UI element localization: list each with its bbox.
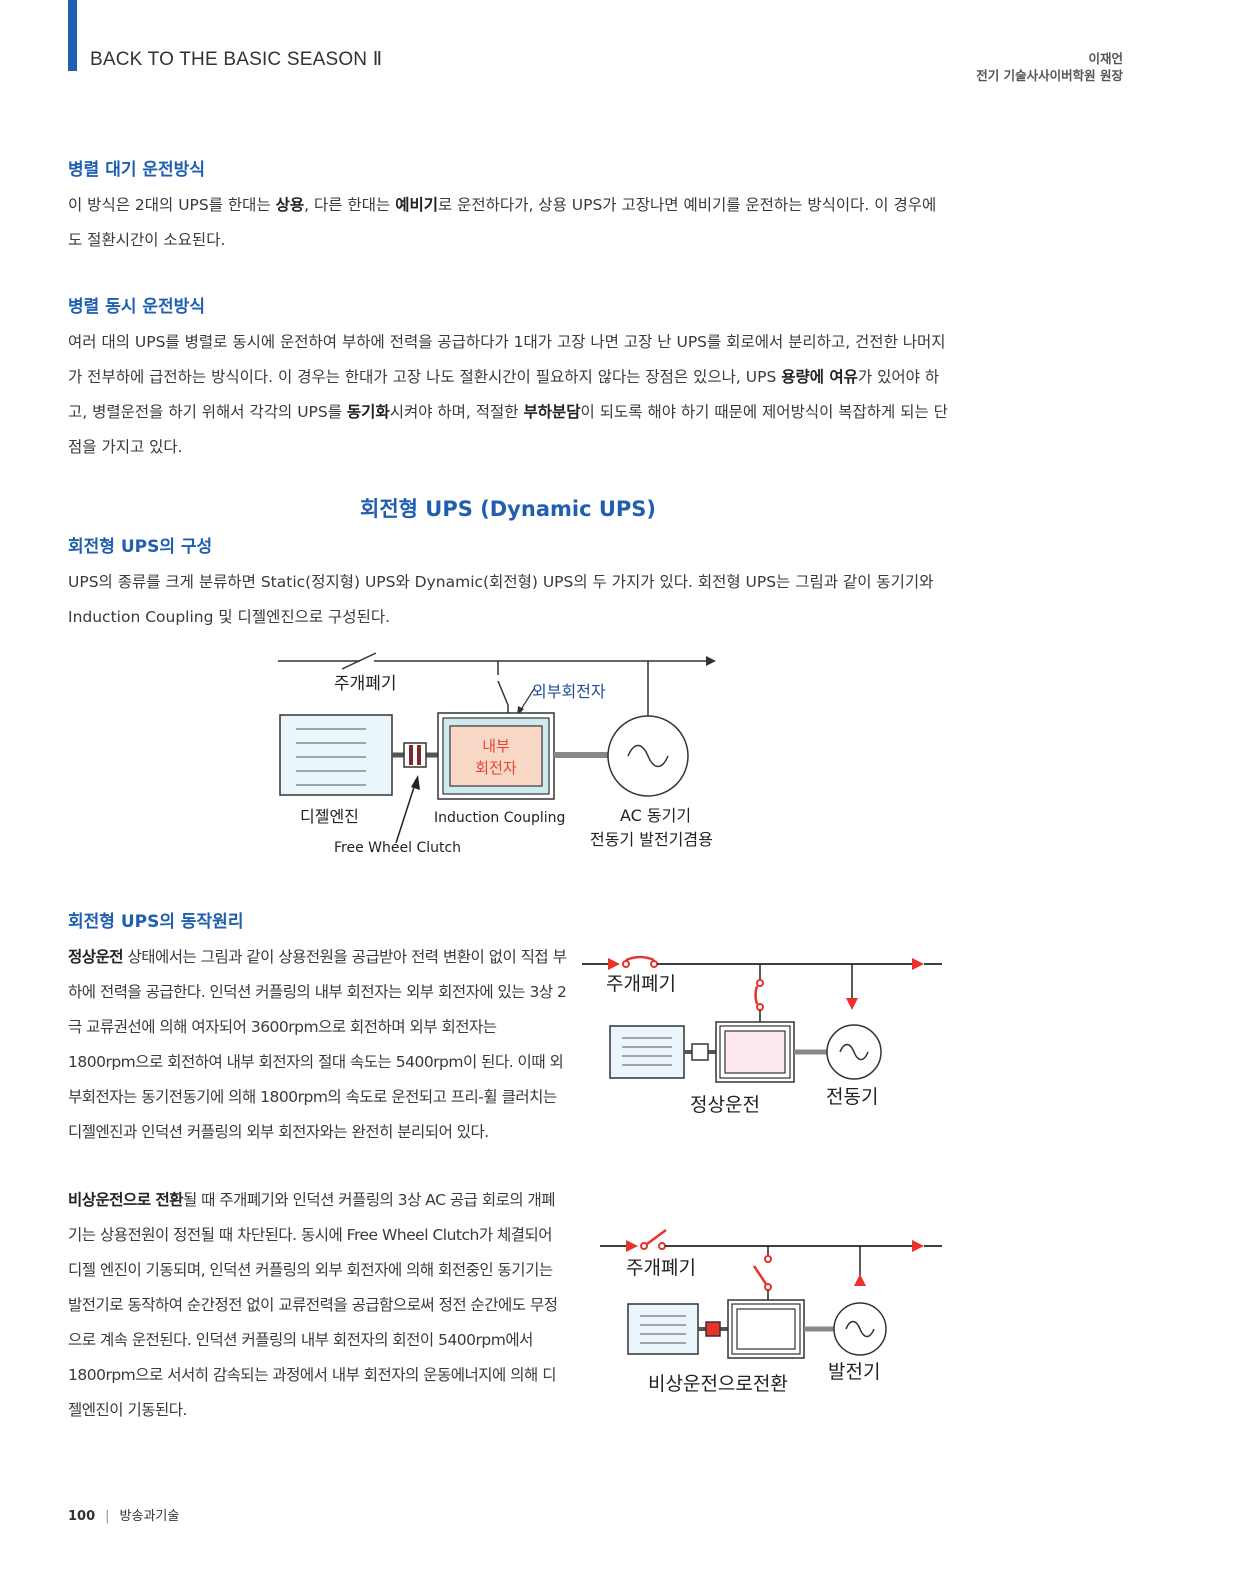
coupling-switch-open-symbol xyxy=(752,1265,768,1285)
body-text: 될 때 주개폐기와 인덕션 커플링의 3상 AC 공급 회로의 개폐기는 상용전… xyxy=(68,1191,558,1419)
bus-arrow xyxy=(912,958,924,970)
outer-rotor-leader xyxy=(519,688,535,712)
switch-contact xyxy=(764,1255,772,1263)
main-breaker-closed-symbol xyxy=(625,955,655,962)
page-number: 100 xyxy=(68,1509,96,1524)
body-text: UPS의 종류를 크게 분류하면 Static(정지형) UPS와 Dynami… xyxy=(68,573,934,626)
switch-contact xyxy=(756,979,764,987)
emergency-operation-body: 비상운전으로 전환될 때 주개폐기와 인덕션 커플링의 3상 AC 공급 회로의… xyxy=(68,1183,568,1428)
ac-sine-icon xyxy=(627,744,669,768)
diesel-engine-label: 디젤엔진 xyxy=(300,807,359,826)
diesel-engine-box xyxy=(609,1025,685,1079)
diesel-engine-box xyxy=(279,714,393,796)
motor-generator-label: 전동기 발전기겸용 xyxy=(590,830,713,849)
coupling-breaker-symbol xyxy=(497,680,509,706)
breaker-contact xyxy=(622,960,630,968)
emphasis-text: 상용 xyxy=(275,196,305,214)
emergency-operation-diagram: 주개폐기 비상운전으로전환 발전기 xyxy=(600,1228,942,1395)
emphasis-text: 예비기 xyxy=(395,196,438,214)
free-wheel-clutch-arrow xyxy=(411,775,420,790)
free-wheel-clutch-housing xyxy=(403,742,427,768)
clutch-plate xyxy=(417,745,421,765)
header-accent-bar xyxy=(68,0,77,71)
body-text: 가 있어야 하고, 병렬운전을 하기 위해서 각각의 UPS를 xyxy=(68,368,940,421)
machine-label: 발전기 xyxy=(828,1361,880,1383)
section-body: 이 방식은 2대의 UPS를 한대는 상용, 다른 한대는 예비기로 운전하다가… xyxy=(68,188,948,258)
free-wheel-clutch xyxy=(691,1043,709,1061)
section-heading: 회전형 UPS의 동작원리 xyxy=(68,912,244,932)
switch-contact xyxy=(764,1283,772,1291)
main-breaker-label: 주개폐기 xyxy=(606,973,676,995)
section-body: 여러 대의 UPS를 병렬로 동시에 운전하여 부하에 전력을 공급하다가 1대… xyxy=(68,325,948,465)
main-title: 회전형 UPS (Dynamic UPS) xyxy=(360,497,656,521)
inner-rotor-label-line1: 내부 xyxy=(482,737,510,755)
body-text: 이 되도록 해야 하기 때문에 제어방식이 복잡하게 되는 단점을 가지고 있다… xyxy=(68,403,948,456)
section-heading: 병렬 동시 운전방식 xyxy=(68,297,205,317)
emphasis-text: 동기화 xyxy=(346,403,390,421)
section-parallel-standby: 병렬 대기 운전방식 이 방식은 2대의 UPS를 한대는 상용, 다른 한대는… xyxy=(68,155,948,258)
free-wheel-clutch-leader xyxy=(395,780,417,844)
bus-arrow xyxy=(706,656,716,666)
body-text: 로 운전하다가, 상용 UPS가 고장나면 예비기를 운전하는 방식이다. 이 … xyxy=(68,196,937,249)
breaker-contact xyxy=(658,1242,666,1250)
bus-arrow xyxy=(912,1240,924,1252)
ac-sync-machine-label: AC 동기기 xyxy=(620,806,691,825)
inner-rotor xyxy=(724,1030,786,1074)
main-breaker-label: 주개폐기 xyxy=(334,674,397,694)
footer-separator: | xyxy=(105,1509,110,1524)
power-flow-down-arrow xyxy=(846,998,858,1010)
clutch-plate xyxy=(409,745,413,765)
machine-label: 전동기 xyxy=(826,1086,878,1108)
author-name: 이재언 xyxy=(1088,51,1123,66)
author-block: 이재언 전기 기술사사이버학원 원장 xyxy=(976,50,1123,84)
main-breaker-label: 주개폐기 xyxy=(626,1257,696,1279)
breaker-contact xyxy=(650,960,658,968)
author-title: 전기 기술사사이버학원 원장 xyxy=(976,68,1123,83)
emphasis-text: 비상운전으로 전환 xyxy=(68,1191,183,1209)
section-body: UPS의 종류를 크게 분류하면 Static(정지형) UPS와 Dynami… xyxy=(68,565,948,635)
induction-coupling-label: Induction Coupling xyxy=(434,810,565,826)
ac-sine-icon xyxy=(839,1043,869,1061)
inner-rotor-label-line2: 회전자 xyxy=(475,759,517,777)
main-breaker-open-symbol xyxy=(646,1228,667,1246)
inner-rotor xyxy=(736,1308,796,1350)
coupling-switch-closed-symbol xyxy=(754,985,759,1005)
switch-contact xyxy=(756,1003,764,1011)
free-wheel-clutch-label: Free Wheel Clutch xyxy=(334,840,461,856)
body-text: , 다른 한대는 xyxy=(304,196,396,214)
body-text: 상태에서는 그림과 같이 상용전원을 공급받아 전력 변환이 없이 직접 부하에… xyxy=(68,948,567,1141)
power-flow-up-arrow xyxy=(854,1274,866,1286)
breaker-contact xyxy=(640,1242,648,1250)
body-text: 시켜야 하며, 적절한 xyxy=(389,403,524,421)
emphasis-text: 부하분담 xyxy=(523,403,581,421)
free-wheel-clutch-engaged xyxy=(705,1321,721,1337)
series-title: BACK TO THE BASIC SEASON Ⅱ xyxy=(90,49,383,70)
section-dynamic-ups-operation: 회전형 UPS의 동작원리 정상운전 상태에서는 그림과 같이 상용전원을 공급… xyxy=(68,907,568,1428)
section-parallel-simultaneous: 병렬 동시 운전방식 여러 대의 UPS를 병렬로 동시에 운전하여 부하에 전… xyxy=(68,292,948,465)
inner-rotor xyxy=(449,725,543,787)
normal-operation-diagram: 주개폐기 정상운전 전동기 xyxy=(582,955,942,1116)
body-text: 여러 대의 UPS를 병렬로 동시에 운전하여 부하에 전력을 공급하다가 1대… xyxy=(68,333,946,386)
outer-rotor-label: 외부회전자 xyxy=(532,682,606,701)
bus-arrow xyxy=(626,1240,638,1252)
page-footer: 100 | 방송과기술 xyxy=(68,1505,179,1524)
section-dynamic-ups-composition: 회전형 UPS의 구성 UPS의 종류를 크게 분류하면 Static(정지형)… xyxy=(68,532,948,635)
mode-label: 비상운전으로전환 xyxy=(648,1373,788,1395)
mode-label: 정상운전 xyxy=(690,1094,760,1116)
section-heading: 병렬 대기 운전방식 xyxy=(68,160,205,180)
body-text: 이 방식은 2대의 UPS를 한대는 xyxy=(68,196,276,214)
bus-arrow xyxy=(608,958,620,970)
normal-operation-body: 정상운전 상태에서는 그림과 같이 상용전원을 공급받아 전력 변환이 없이 직… xyxy=(68,940,568,1150)
magazine-name: 방송과기술 xyxy=(119,1509,180,1524)
dynamic-ups-diagram: 주개폐기 외부회전자 내부 회전자 디젤엔진 Induction Couplin… xyxy=(278,652,716,856)
emphasis-text: 정상운전 xyxy=(68,948,124,966)
ac-sine-icon xyxy=(845,1320,875,1338)
emphasis-text: 용량에 여유 xyxy=(781,368,858,386)
main-breaker-symbol xyxy=(341,652,377,670)
section-heading: 회전형 UPS의 구성 xyxy=(68,537,213,557)
diesel-engine-box xyxy=(627,1303,699,1355)
